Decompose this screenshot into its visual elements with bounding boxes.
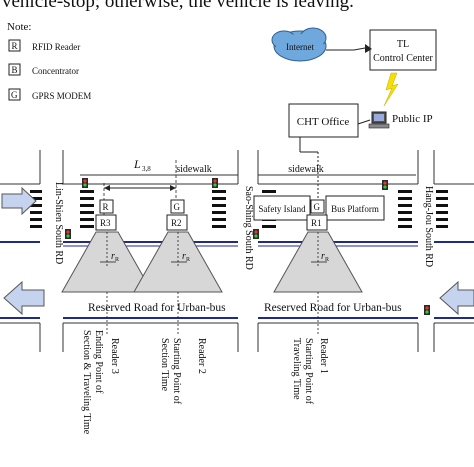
concentrator-icon: [8, 63, 21, 76]
westbound-arrow-left-icon: [3, 280, 45, 316]
coverage-sub-reader2: R: [186, 257, 190, 263]
legend-symbol-r: R: [12, 41, 18, 51]
reader2-label: Reader 2: [196, 338, 207, 374]
crosswalks: [30, 190, 448, 228]
gprs-modem-2-icon: [170, 199, 185, 214]
annotation-start-section-line1: Starting Point of: [171, 338, 182, 405]
distance-subscript: 3,8: [142, 165, 151, 173]
annotation-ending-line2: Section & Traveling Time: [81, 330, 92, 435]
distance-marker: L 3,8: [103, 157, 177, 215]
reserved-road-label-left: Reserved Road for Urban-bus: [88, 302, 226, 314]
legend-symbol-g: G: [11, 90, 18, 100]
sidewalk-label-right: sidewalk: [288, 164, 324, 175]
eastbound-arrow-icon: [1, 186, 37, 216]
coverage-sub-reader3: R: [115, 257, 119, 263]
legend-label-rfid: RFID Reader: [32, 42, 80, 52]
legend-label-gprs: GPRS MODEM: [32, 91, 91, 101]
safety-island-label: Safety Island: [258, 204, 306, 214]
internet-link: [326, 47, 366, 51]
annotation-ending-line1: Ending Point of: [93, 330, 104, 394]
internet-cloud-icon: [271, 27, 327, 62]
gprs-modem-icon: [8, 88, 21, 101]
control-center-box: [369, 29, 437, 71]
coverage-label-reader3: r: [111, 251, 115, 262]
device-g3-label: R: [103, 202, 109, 212]
control-center-line2: Control Center: [373, 53, 433, 64]
network: Internet TL Control Center Public IP CHT…: [271, 27, 437, 200]
public-ip-label: Public IP: [392, 113, 433, 125]
control-center-line1: TL: [397, 39, 409, 50]
street-name-left: Lin-Shien South RD: [53, 182, 64, 264]
devices: R R3 G R2 G R1: [95, 199, 328, 231]
internet-label: Internet: [286, 42, 314, 52]
westbound-arrow-right-icon: [439, 280, 474, 316]
legend-title: Note:: [7, 21, 31, 33]
cht-office-label: CHT Office: [297, 116, 350, 128]
coverage-label-reader2: r: [182, 251, 186, 262]
rfid-reader-3-icon: [95, 214, 117, 231]
reader3-label: Reader 3: [109, 338, 120, 374]
rfid-reader-icon: [8, 39, 21, 52]
street-name-right: Hang-Jou South RD: [423, 186, 434, 267]
rfid-reader-2-icon: [166, 214, 188, 231]
caption-fragment: vehicle-stop; otherwise, the vehicle is …: [2, 0, 354, 12]
legend-symbol-b: B: [12, 65, 18, 75]
rfid-reader-1-icon: [306, 214, 328, 231]
device-g2-label: G: [174, 202, 181, 212]
legend-label-concentrator: Concentrator: [32, 66, 79, 76]
bus-platform-label: Bus Platform: [331, 204, 379, 214]
coverage-zones: r R r R r R: [61, 231, 363, 293]
wireless-bolt-icon: [383, 72, 399, 107]
sidewalk-label-left: sidewalk: [176, 164, 212, 175]
legend: Note: R RFID Reader B Concentrator G GPR…: [7, 21, 91, 101]
reader1-label: Reader 1: [318, 338, 329, 374]
office-pc-link: [357, 119, 371, 125]
annotation-start-travel-line2: Traveling Time: [291, 338, 302, 400]
road-structure: [0, 150, 474, 352]
gprs-modem-3-icon: [99, 199, 114, 214]
reserved-road-label-right: Reserved Road for Urban-bus: [264, 302, 402, 314]
annotation-start-section-line2: Section Time: [159, 338, 170, 392]
device-r2-label: R2: [171, 218, 182, 228]
device-r3-label: R3: [100, 218, 111, 228]
device-r1-label: R1: [311, 218, 322, 228]
coverage-sub-reader1: R: [325, 257, 329, 263]
distance-label: L: [133, 157, 141, 171]
traffic-light-icons: [65, 178, 430, 315]
safety-island-box: [253, 195, 311, 221]
cht-office-box: [288, 103, 359, 138]
computer-icon: [368, 111, 390, 129]
annotation-start-travel-line1: Starting Point of: [303, 338, 314, 405]
gprs-modem-1-icon: [310, 199, 325, 214]
internet-link-arrowhead: [365, 44, 372, 53]
street-name-middle: Sao-Shing South RD: [243, 186, 254, 270]
coverage-label-reader1: r: [321, 251, 325, 262]
device-g1-label: G: [314, 202, 321, 212]
bus-platform-box: [325, 195, 385, 221]
